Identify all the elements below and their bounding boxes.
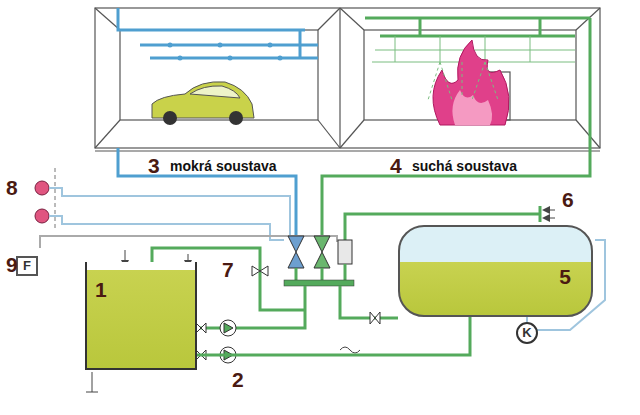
fire: [428, 40, 509, 125]
wet-pipes: [118, 8, 318, 236]
dry-pipes: [322, 18, 590, 236]
pressure-vessel: 5: [398, 225, 593, 317]
building: [95, 8, 600, 151]
system-label: suchá soustava: [412, 158, 517, 174]
callout-number: 1: [95, 278, 187, 301]
symbol-letter: F: [18, 258, 36, 274]
callout-number: 8: [6, 176, 18, 200]
pipe-connector: [197, 317, 470, 355]
callout-number: 6: [562, 188, 574, 212]
water-tank: 1: [85, 262, 197, 370]
callout-number: 9: [6, 253, 18, 277]
callout-number: 7: [222, 258, 234, 282]
callout-number: 5: [400, 265, 571, 288]
car: [152, 82, 254, 125]
callout-number: 4: [390, 154, 402, 178]
callout-number: 2: [232, 368, 244, 392]
signal-box: F: [16, 256, 38, 276]
valve-station: [284, 236, 354, 286]
callout-number: 3: [148, 154, 160, 178]
alarm-bells: [35, 168, 290, 240]
pumps: [220, 320, 236, 363]
tank-fittings: [86, 250, 360, 392]
compressor-symbol: K: [516, 322, 538, 344]
wet-sprinkler-heads: [168, 43, 283, 61]
system-label: mokrá soustava: [170, 158, 277, 174]
symbol-letter: K: [518, 324, 536, 342]
